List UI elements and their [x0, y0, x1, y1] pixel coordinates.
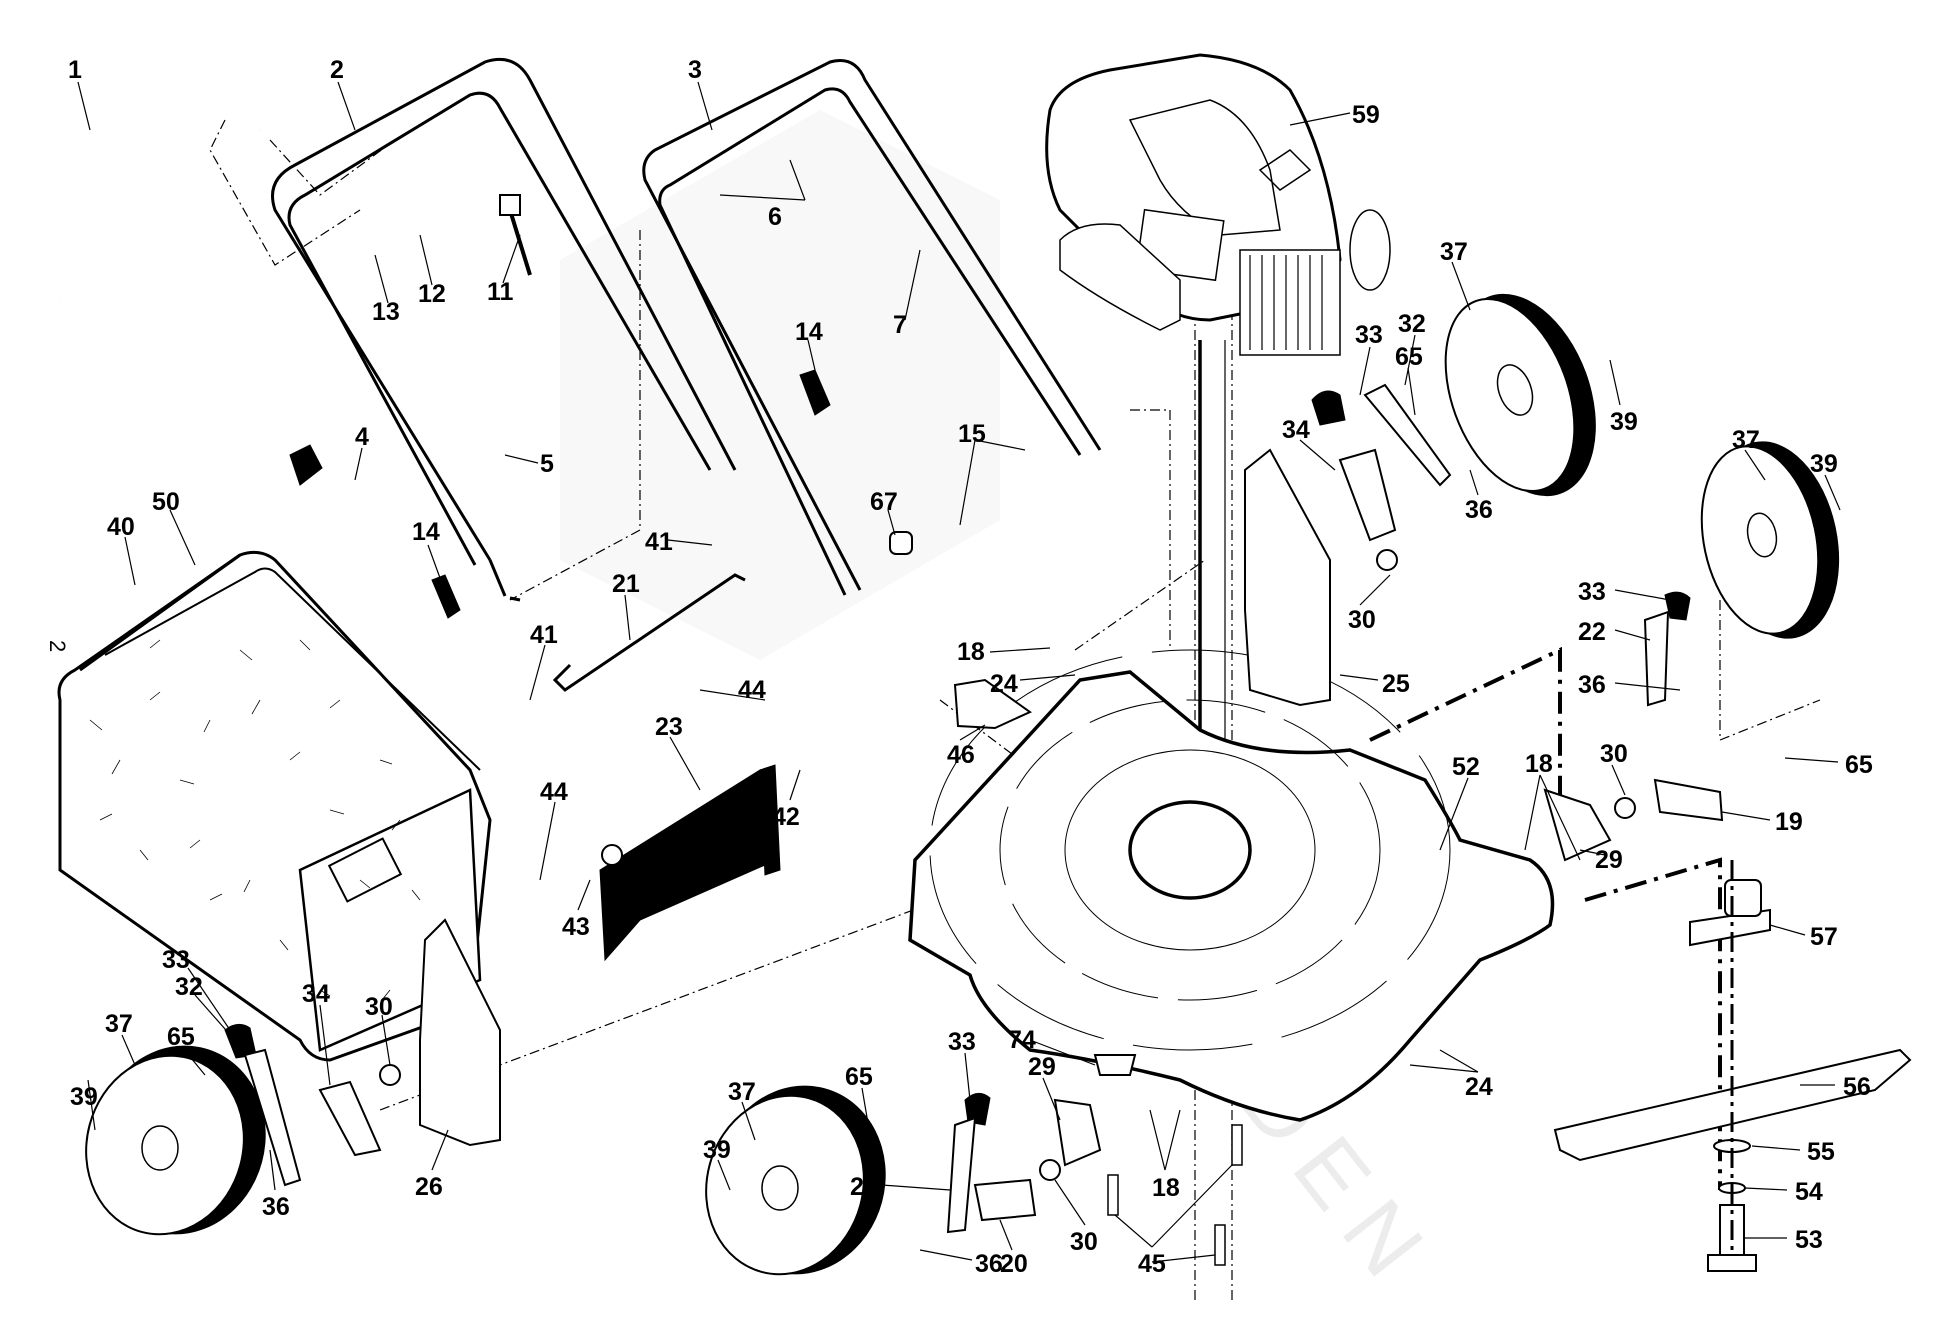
- label-part-30-front: 30: [1070, 1228, 1098, 1256]
- label-part-43: 43: [562, 913, 590, 941]
- engine: [1045, 53, 1391, 356]
- handle-control-bar: [53, 59, 261, 301]
- label-part-30-upper: 30: [1348, 606, 1376, 634]
- label-part-59: 59: [1352, 101, 1380, 129]
- label-part-53: 53: [1795, 1226, 1823, 1254]
- leader-lines: [77, 81, 1841, 1263]
- label-part-22-front: 22: [850, 1173, 878, 1201]
- label-part-5: 5: [540, 450, 554, 478]
- label-part-6: 6: [768, 203, 782, 231]
- label-part-18-bottom: 18: [1152, 1174, 1180, 1202]
- label-part-42: 42: [772, 803, 800, 831]
- label-part-74: 74: [1008, 1026, 1036, 1054]
- part-labels: 1 2 3 4 5 6 7 11 12 13 14 14 15 18 18 18…: [45, 56, 1873, 1278]
- label-part-30-left: 30: [365, 993, 393, 1021]
- label-part-37-left: 37: [105, 1010, 133, 1038]
- label-part-20: 20: [1000, 1250, 1028, 1278]
- label-part-65-front: 65: [845, 1063, 873, 1091]
- side-marker: 2: [45, 640, 70, 652]
- label-part-36-front: 36: [975, 1250, 1003, 1278]
- label-part-36-left: 36: [262, 1193, 290, 1221]
- lower-handle: [642, 59, 1102, 596]
- deck: [908, 649, 1555, 1122]
- label-part-32-upper: 32: [1398, 310, 1426, 338]
- label-part-36-upper: 36: [1465, 496, 1493, 524]
- label-part-32-left: 32: [175, 973, 203, 1001]
- label-part-24-left: 24: [990, 670, 1018, 698]
- wheel-front: [705, 1085, 886, 1276]
- label-part-2: 2: [330, 56, 344, 84]
- label-part-26: 26: [415, 1173, 443, 1201]
- label-part-33-front: 33: [948, 1028, 976, 1056]
- label-part-4: 4: [355, 423, 369, 451]
- blade-assembly: [1553, 860, 1912, 1272]
- wheel-left: [85, 1045, 266, 1236]
- wheel-upper: [1444, 293, 1596, 497]
- label-part-40: 40: [107, 513, 135, 541]
- label-part-44-right: 44: [738, 676, 766, 704]
- label-part-67: 67: [870, 488, 898, 516]
- label-part-29-right: 29: [1595, 846, 1623, 874]
- height-plate-left: [419, 918, 501, 1147]
- label-part-21: 21: [612, 570, 640, 598]
- label-part-33-left: 33: [162, 946, 190, 974]
- label-part-33-upper: 33: [1355, 321, 1383, 349]
- label-part-7: 7: [893, 311, 907, 339]
- grass-bag: [57, 550, 492, 1062]
- label-part-1: 1: [68, 56, 82, 84]
- label-part-37-front: 37: [728, 1078, 756, 1106]
- label-part-25: 25: [1382, 670, 1410, 698]
- label-part-29-front: 29: [1028, 1053, 1056, 1081]
- label-part-39-front: 39: [703, 1136, 731, 1164]
- label-part-44-left: 44: [540, 778, 568, 806]
- label-part-30-right: 30: [1600, 740, 1628, 768]
- label-part-57: 57: [1810, 923, 1838, 951]
- label-part-50: 50: [152, 488, 180, 516]
- label-part-46: 46: [947, 741, 975, 769]
- label-part-18-right: 18: [1525, 750, 1553, 778]
- label-part-39-upper: 39: [1610, 408, 1638, 436]
- label-part-3: 3: [688, 56, 702, 84]
- wheel-right: [1700, 441, 1840, 639]
- label-part-11: 11: [487, 278, 514, 306]
- label-part-65-right: 65: [1845, 751, 1873, 779]
- label-part-56: 56: [1843, 1073, 1871, 1101]
- height-plate-right: [1244, 448, 1331, 707]
- label-part-41-lower: 41: [530, 621, 558, 649]
- label-part-54: 54: [1795, 1178, 1823, 1206]
- label-part-65-left: 65: [167, 1023, 195, 1051]
- label-part-41-upper: 41: [645, 528, 673, 556]
- label-part-18-left: 18: [957, 638, 985, 666]
- label-part-14-lower: 14: [412, 518, 440, 546]
- small-parts: [224, 194, 1724, 1266]
- rear-flap: [599, 764, 781, 962]
- label-part-37-right: 37: [1732, 426, 1760, 454]
- label-part-55: 55: [1807, 1138, 1835, 1166]
- label-part-52: 52: [1452, 753, 1480, 781]
- label-part-36-right: 36: [1578, 671, 1606, 699]
- label-part-19: 19: [1775, 808, 1803, 836]
- label-part-65-upper: 65: [1395, 343, 1423, 371]
- deflector: [953, 678, 1032, 730]
- label-part-34-left: 34: [302, 980, 330, 1008]
- label-part-33-right: 33: [1578, 578, 1606, 606]
- label-part-45: 45: [1138, 1250, 1166, 1278]
- label-part-14-upper: 14: [795, 318, 823, 346]
- label-part-23: 23: [655, 713, 683, 741]
- label-part-34-upper: 34: [1282, 416, 1310, 444]
- label-part-12: 12: [418, 280, 446, 308]
- label-part-15: 15: [958, 420, 986, 448]
- label-part-37-upper: 37: [1440, 238, 1468, 266]
- upper-handle: [271, 57, 737, 602]
- label-part-13: 13: [372, 298, 400, 326]
- label-part-39-right: 39: [1810, 450, 1838, 478]
- label-part-24-bottom: 24: [1465, 1073, 1493, 1101]
- label-part-39-left: 39: [70, 1083, 98, 1111]
- label-part-22-right: 22: [1578, 618, 1606, 646]
